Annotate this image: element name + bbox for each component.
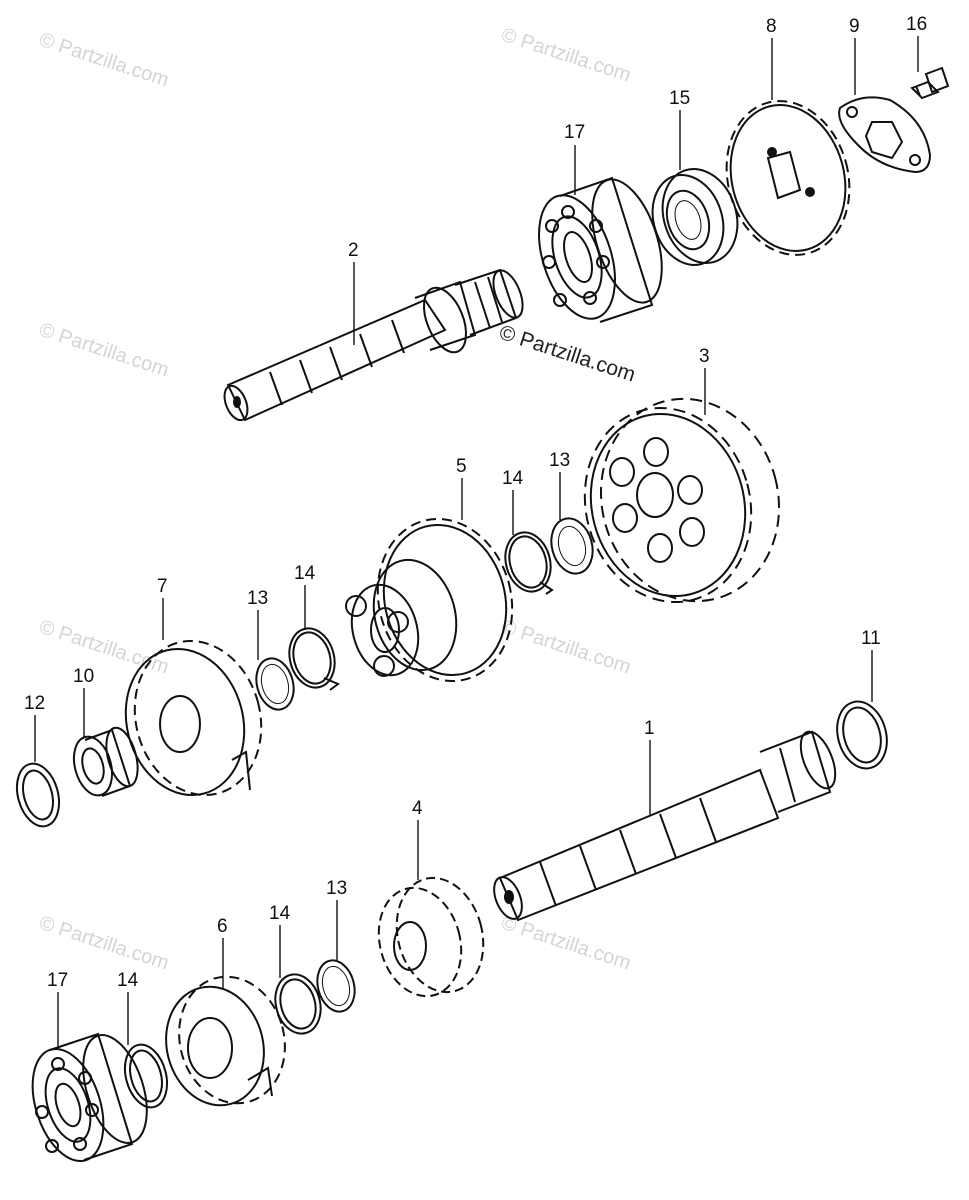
callout-part-7: 7 xyxy=(157,576,168,597)
callout-part-14-bottom: 14 xyxy=(117,970,139,991)
gear-part-3 xyxy=(583,397,781,604)
gear-part-4 xyxy=(377,876,485,998)
circlip-part-13-lower xyxy=(316,959,356,1013)
watermark: © Partzilla.com xyxy=(36,616,171,679)
callout-part-2: 2 xyxy=(348,240,359,261)
bolt-part-16 xyxy=(910,66,950,100)
callout-part-12: 12 xyxy=(24,693,45,714)
mainshaft-part-2 xyxy=(223,268,524,422)
callout-part-15: 15 xyxy=(669,88,690,109)
watermark: © Partzilla.com xyxy=(36,912,171,975)
callout-part-14-lower: 14 xyxy=(269,903,291,924)
callout-part-9: 9 xyxy=(849,16,860,37)
washer-part-12 xyxy=(15,762,61,828)
watermark-center: © Partzilla.com xyxy=(496,321,638,387)
washer-part-14-bottom xyxy=(123,1043,169,1109)
circlip-part-13-upper xyxy=(550,517,594,575)
gear-part-6 xyxy=(165,975,286,1107)
gear-part-5 xyxy=(345,517,514,683)
callout-part-13-lower: 13 xyxy=(326,878,347,899)
callout-part-4: 4 xyxy=(412,798,423,819)
watermark-layer: © Partzilla.com © Partzilla.com © Partzi… xyxy=(36,24,633,975)
watermark: © Partzilla.com xyxy=(36,319,171,382)
watermark: © Partzilla.com xyxy=(36,29,171,92)
callout-part-14-upper: 14 xyxy=(502,468,524,489)
oil-seal-part-15 xyxy=(651,168,739,266)
washer-part-14-lower xyxy=(274,973,322,1035)
callout-part-6: 6 xyxy=(217,916,228,937)
countershaft-part-1 xyxy=(493,730,837,922)
callout-part-3: 3 xyxy=(699,346,710,367)
callout-part-17-lower: 17 xyxy=(47,970,68,991)
callout-part-14-mid: 14 xyxy=(294,563,316,584)
callout-part-13-upper: 13 xyxy=(549,450,570,471)
leader-lines xyxy=(34,36,919,1048)
bearing-part-17-lower xyxy=(31,1032,148,1163)
callout-part-1: 1 xyxy=(644,718,655,739)
callout-part-8: 8 xyxy=(766,16,777,37)
washer-part-14-mid xyxy=(288,627,340,691)
lock-plate-part-9 xyxy=(838,96,932,174)
callout-part-5: 5 xyxy=(456,456,467,477)
callout-part-10: 10 xyxy=(73,666,94,687)
sprocket-part-8 xyxy=(725,100,851,256)
callout-part-11: 11 xyxy=(861,628,881,649)
watermark: © Partzilla.com xyxy=(498,912,633,975)
watermark: © Partzilla.com xyxy=(498,24,633,87)
bushing-part-10 xyxy=(72,726,139,797)
bearing-part-17-upper xyxy=(538,176,663,323)
callout-part-17-upper: 17 xyxy=(564,122,585,143)
watermark: © Partzilla.com xyxy=(498,616,633,679)
callouts: 2 17 15 8 9 16 3 5 14 13 7 13 14 11 10 1… xyxy=(24,14,927,991)
washer-part-14-upper xyxy=(504,531,554,595)
callout-part-16: 16 xyxy=(906,14,927,35)
callout-part-13-mid: 13 xyxy=(247,588,268,609)
circlip-part-13-mid xyxy=(255,657,295,711)
washer-part-11 xyxy=(836,700,888,770)
